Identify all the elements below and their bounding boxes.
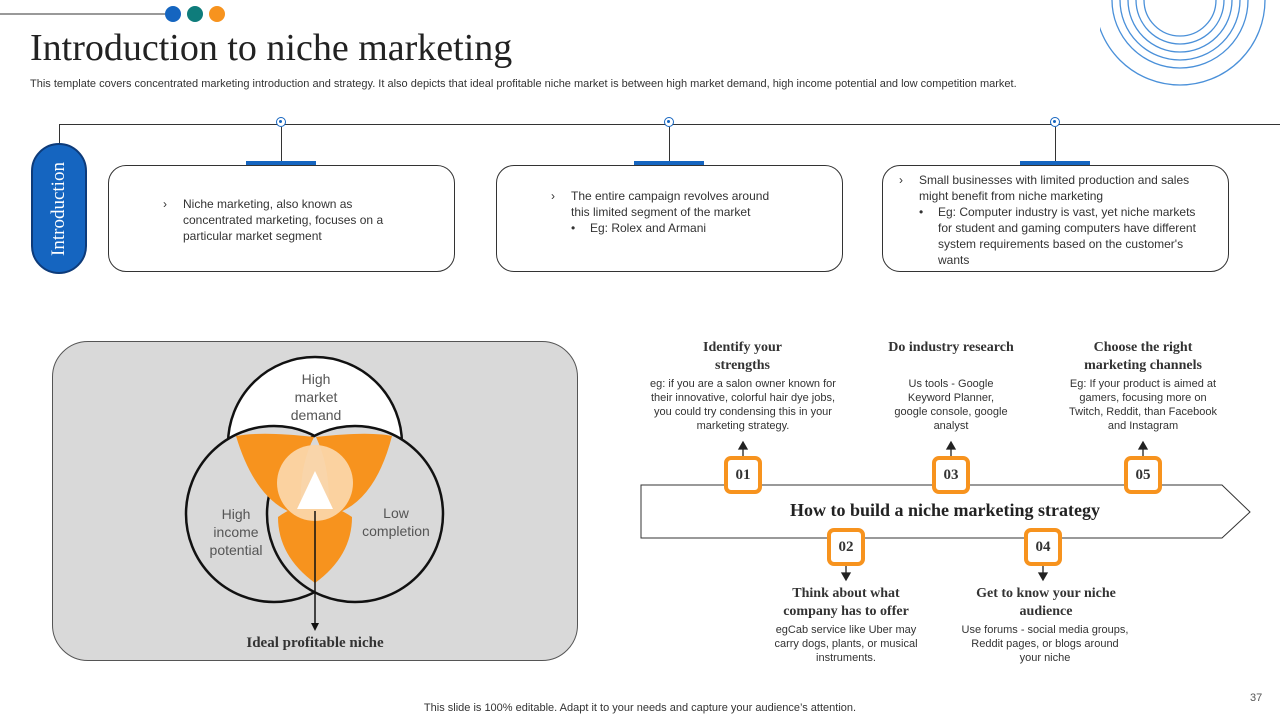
venn-label-top: High market demand [290,371,342,423]
step-3-title: Do industry research [888,340,1014,355]
venn-label-left: High income potential [209,506,263,558]
step-1-badge: 01 [724,456,762,494]
step-5-title: Choose the right marketing channels [1084,340,1202,373]
step-3-badge: 03 [932,456,970,494]
connector-stem [1055,127,1056,162]
step-1-text: eg: if you are a salon owner known for t… [650,378,836,432]
page-subtitle: This template covers concentrated market… [30,78,1017,90]
step-4-badge: 04 [1024,528,1062,566]
step-2-badge: 02 [827,528,865,566]
intro-box-3: ›Small businesses with limited productio… [882,165,1229,272]
connector-dot [664,117,674,127]
venn-result-label: Ideal profitable niche [246,635,384,651]
step-4-text: Use forums - social media groups, Reddit… [961,624,1129,664]
connector-stem [281,127,282,162]
step-2-title: Think about what company has to offer [783,586,909,619]
venn-center-triangle [297,471,333,509]
venn-diagram [184,355,445,631]
step-1-title: Identify your strengths [703,340,782,373]
venn-label-right: Low completion [362,505,430,539]
connector-stem [669,127,670,162]
step-3-text: Us tools - Google Keyword Planner, googl… [894,378,1008,432]
intro-sub-bullet: •Eg: Rolex and Armani [571,221,707,235]
intro-box-1: ›Niche marketing, also known as concentr… [108,165,455,272]
box-accent-bar [246,161,316,167]
intro-bullet: ›Small businesses with limited productio… [899,173,1190,203]
introduction-pill: Introduction [31,143,87,274]
connector-dot [276,117,286,127]
intro-box-2: ›The entire campaign revolves around thi… [496,165,843,272]
box-accent-bar [634,161,704,167]
connector-dot [1050,117,1060,127]
page-title: Introduction to niche marketing [30,27,513,69]
intro-bullet: ›Niche marketing, also known as concentr… [163,197,384,243]
step-5-badge: 05 [1124,456,1162,494]
step-2-text: egCab service like Uber may carry dogs, … [774,624,918,664]
intro-bullet: ›The entire campaign revolves around thi… [551,189,770,219]
intro-connector-vertical [59,124,60,144]
step-5-text: Eg: If your product is aimed at gamers, … [1069,378,1217,432]
concentric-arcs-decoration [1100,0,1266,86]
step-4-title: Get to know your niche audience [976,586,1116,619]
header-decoration [0,6,225,22]
page-number: 37 [1250,692,1263,704]
intro-sub-bullet: •Eg: Computer industry is vast, yet nich… [919,205,1196,267]
strategy-arrow-label: How to build a niche marketing strategy [790,500,1100,520]
footer-note: This slide is 100% editable. Adapt it to… [423,702,857,714]
box-accent-bar [1020,161,1090,167]
